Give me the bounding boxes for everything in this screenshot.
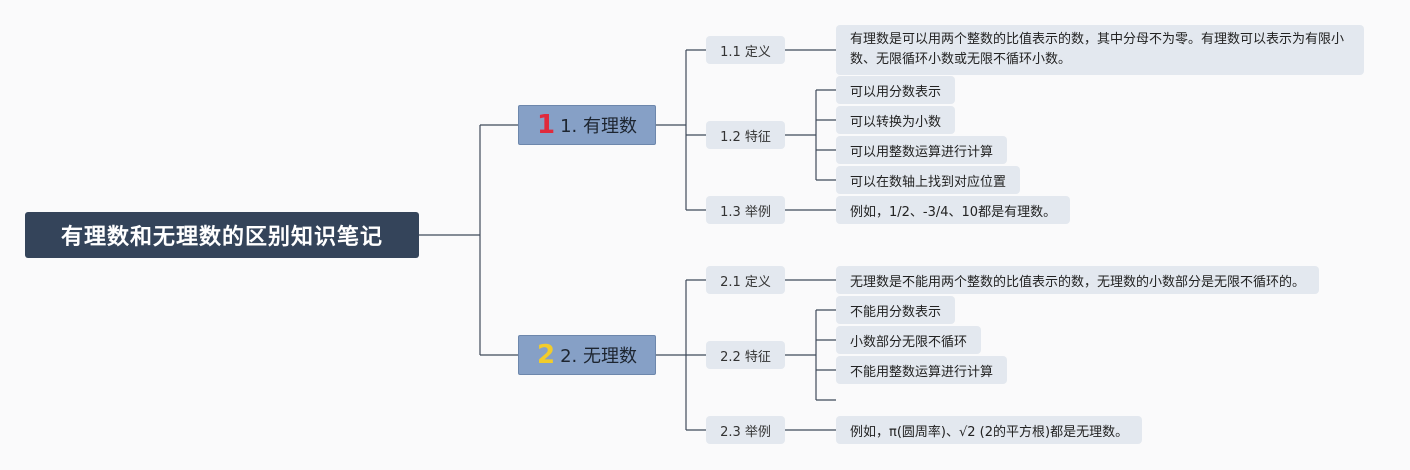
connector (785, 89, 836, 181)
leaf-1-2-c[interactable]: 可以用整数运算进行计算 (836, 136, 1008, 164)
connector (785, 49, 836, 211)
topic-rational-numbers[interactable]: 1 1. 有理数 (518, 105, 656, 145)
topic-label: 2. 无理数 (560, 346, 637, 367)
root-title: 有理数和无理数的区别知识笔记 (60, 225, 383, 250)
leaf-1-2-d[interactable]: 可以在数轴上找到对应位置 (836, 166, 1021, 194)
leaf-2-2-c[interactable]: 不能用整数运算进行计算 (836, 356, 1008, 384)
subtopic-1-2[interactable]: 1.2 特征 (706, 121, 785, 149)
leaf-2-3-example[interactable]: 例如，π(圆周率)、√2 (2的平方根)都是无理数。 (836, 416, 1143, 444)
leaf-text: 可以转换为小数 (850, 114, 942, 130)
leaf-2-1-definition[interactable]: 无理数是不能用两个整数的比值表示的数，无理数的小数部分是无限不循环的。 (836, 266, 1320, 294)
topic-irrational-numbers[interactable]: 2 2. 无理数 (518, 335, 656, 375)
connector (656, 49, 706, 211)
leaf-1-2-b[interactable]: 可以转换为小数 (836, 106, 956, 134)
connector (785, 279, 836, 431)
connector (785, 309, 836, 401)
subtopic-1-1[interactable]: 1.1 定义 (706, 36, 785, 64)
leaf-text: 可以在数轴上找到对应位置 (850, 174, 1007, 190)
leaf-1-1-definition[interactable]: 有理数是可以用两个整数的比值表示的数，其中分母不为零。有理数可以表示为有限小数、… (836, 25, 1364, 75)
connector (656, 279, 706, 431)
topic-label: 1. 有理数 (560, 116, 637, 137)
leaf-text: 例如，π(圆周率)、√2 (2的平方根)都是无理数。 (850, 424, 1129, 440)
leaf-text: 有理数是可以用两个整数的比值表示的数，其中分母不为零。有理数可以表示为有限小数、… (850, 32, 1345, 67)
subtopic-label: 2.1 定义 (720, 274, 771, 290)
leaf-text: 不能用分数表示 (850, 304, 942, 320)
subtopic-2-1[interactable]: 2.1 定义 (706, 266, 785, 294)
subtopic-label: 1.2 特征 (720, 129, 771, 145)
leaf-1-3-example[interactable]: 例如，1/2、-3/4、10都是有理数。 (836, 196, 1071, 224)
leaf-1-2-a[interactable]: 可以用分数表示 (836, 76, 956, 104)
leaf-text: 无理数是不能用两个整数的比值表示的数，无理数的小数部分是无限不循环的。 (850, 274, 1306, 290)
leaf-text: 小数部分无限不循环 (850, 334, 968, 350)
subtopic-1-3[interactable]: 1.3 举例 (706, 196, 785, 224)
subtopic-label: 1.3 举例 (720, 204, 771, 220)
leaf-2-2-a[interactable]: 不能用分数表示 (836, 296, 956, 324)
leaf-text: 可以用分数表示 (850, 84, 942, 100)
priority-2-icon: 2 (537, 340, 556, 370)
leaf-2-2-b[interactable]: 小数部分无限不循环 (836, 326, 982, 354)
priority-1-icon: 1 (537, 110, 556, 140)
root-node[interactable]: 有理数和无理数的区别知识笔记 (25, 212, 419, 258)
subtopic-label: 2.2 特征 (720, 349, 771, 365)
subtopic-2-3[interactable]: 2.3 举例 (706, 416, 785, 444)
subtopic-label: 2.3 举例 (720, 424, 771, 440)
subtopic-2-2[interactable]: 2.2 特征 (706, 341, 785, 369)
subtopic-label: 1.1 定义 (720, 44, 771, 60)
leaf-text: 不能用整数运算进行计算 (850, 364, 994, 380)
leaf-text: 可以用整数运算进行计算 (850, 144, 994, 160)
leaf-text: 例如，1/2、-3/4、10都是有理数。 (850, 204, 1057, 220)
connector (419, 124, 518, 356)
